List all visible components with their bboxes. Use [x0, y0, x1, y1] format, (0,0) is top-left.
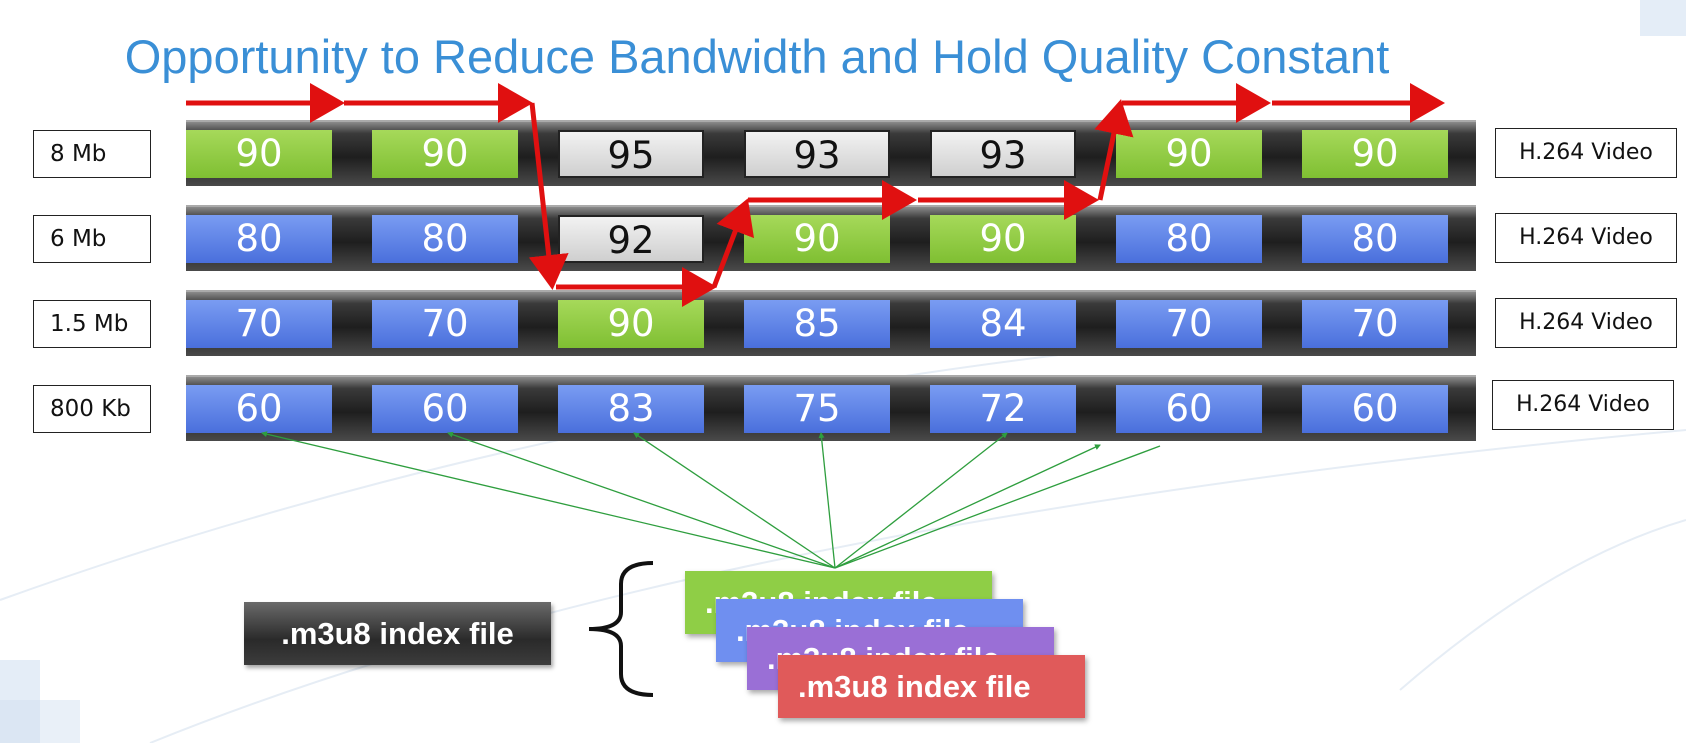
bitrate-track: 90 90 95 93 93 90 90	[186, 120, 1476, 186]
segment-quality: 80	[372, 215, 518, 263]
segment-quality: 93	[744, 130, 890, 178]
codec-label: H.264 Video	[1495, 298, 1677, 348]
segment-quality: 70	[1116, 300, 1262, 348]
segment-quality: 70	[186, 300, 332, 348]
curly-brace	[588, 561, 654, 697]
segment-quality: 60	[1116, 385, 1262, 433]
segment-quality: 92	[558, 215, 704, 263]
segment-quality: 90	[186, 130, 332, 178]
segment-quality: 70	[1302, 300, 1448, 348]
segment-quality: 72	[930, 385, 1076, 433]
segment-quality: 60	[372, 385, 518, 433]
segment-quality: 60	[186, 385, 332, 433]
segment-quality: 90	[1116, 130, 1262, 178]
segment-quality: 85	[744, 300, 890, 348]
segment-quality: 84	[930, 300, 1076, 348]
bitrate-label: 6 Mb	[33, 215, 151, 263]
index-file-layer: .m3u8 index file	[778, 655, 1085, 718]
segment-quality: 90	[372, 130, 518, 178]
bitrate-track: 80 80 92 90 90 80 80	[186, 205, 1476, 271]
segment-quality: 80	[1302, 215, 1448, 263]
segment-quality: 90	[744, 215, 890, 263]
codec-label: H.264 Video	[1495, 128, 1677, 178]
codec-label: H.264 Video	[1492, 380, 1674, 430]
segment-quality: 80	[186, 215, 332, 263]
page-title: Opportunity to Reduce Bandwidth and Hold…	[124, 30, 1390, 83]
segment-quality: 75	[744, 385, 890, 433]
index-file-main: .m3u8 index file	[244, 602, 551, 665]
segment-quality: 83	[558, 385, 704, 433]
codec-label: H.264 Video	[1495, 213, 1677, 263]
segment-quality: 90	[1302, 130, 1448, 178]
bitrate-track: 70 70 90 85 84 70 70	[186, 290, 1476, 356]
bitrate-label: 800 Kb	[33, 385, 151, 433]
segment-quality: 70	[372, 300, 518, 348]
bitrate-label: 8 Mb	[33, 130, 151, 178]
segment-quality: 93	[930, 130, 1076, 178]
bitrate-label: 1.5 Mb	[33, 300, 151, 348]
segment-quality: 90	[930, 215, 1076, 263]
segment-quality: 90	[558, 300, 704, 348]
bitrate-track: 60 60 83 75 72 60 60	[186, 375, 1476, 441]
segment-quality: 95	[558, 130, 704, 178]
segment-quality: 60	[1302, 385, 1448, 433]
segment-quality: 80	[1116, 215, 1262, 263]
